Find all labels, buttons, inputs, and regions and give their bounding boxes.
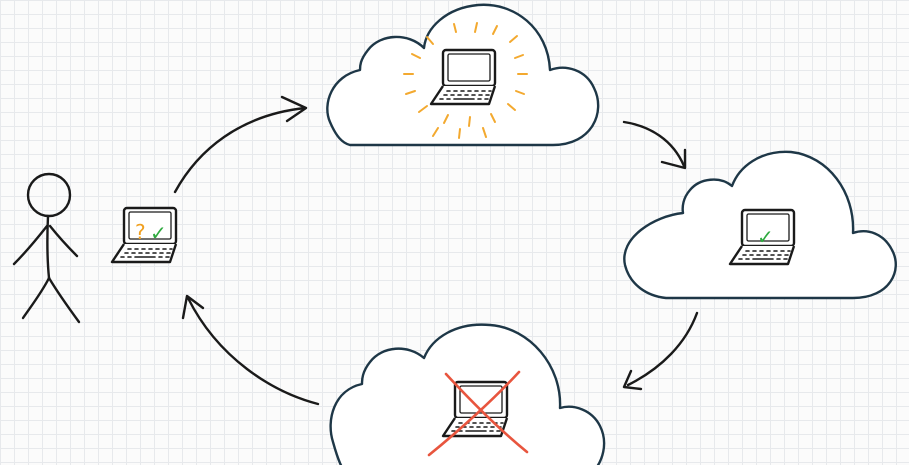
cross-out-icon	[427, 370, 529, 457]
question-mark: ?	[135, 220, 146, 244]
arrow-client-to-top	[173, 95, 308, 194]
cloud-bottom	[329, 323, 606, 465]
client-laptop-icon: ? ✓	[110, 206, 178, 264]
arrow-right-to-bottom	[622, 311, 699, 391]
cloud-right-check-icon: ✓	[757, 225, 774, 249]
user-figure-icon	[12, 172, 81, 324]
arrow-top-to-right	[622, 120, 687, 170]
glow-rays	[403, 22, 528, 139]
flow-arrows	[173, 95, 699, 406]
cloud-top	[326, 3, 600, 147]
cloud-right: ✓	[623, 150, 897, 300]
arrow-bottom-to-client	[181, 294, 320, 406]
client-check-icon: ✓	[150, 221, 167, 245]
